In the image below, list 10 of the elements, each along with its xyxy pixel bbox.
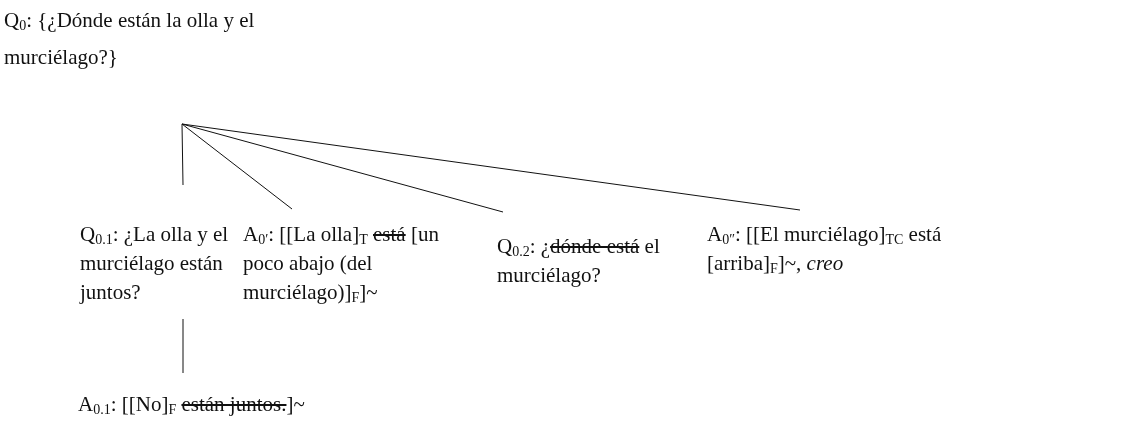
tree-branch-line <box>181 123 801 211</box>
node-text: Q$_{0}$: {¿Dónde están la olla y el murciélago?} <box>4 7 256 71</box>
node-text: A$_{0″}$: [[El murciélago]$_{TC}$ está [arriba]$_{F}$]~, creo <box>707 221 943 278</box>
tree-branch-line <box>181 123 184 186</box>
tree-branch-line <box>182 318 184 374</box>
tree-branch-line <box>181 123 293 210</box>
node-text: Q$_{0.2}$: ¿dónde está el murciélago? <box>497 233 661 289</box>
node-text: A$_{0.1}$: [[No]$_{F}$ están juntos.]~ <box>78 391 306 419</box>
node-text: Q$_{0.1}$: ¿La olla y el murciélago están juntos? <box>80 221 230 306</box>
node-text: A$_{0′}$: [[La olla]$_{T}$ está [un poco abajo (del murciélago)]$_{F}$]~ <box>243 221 440 307</box>
